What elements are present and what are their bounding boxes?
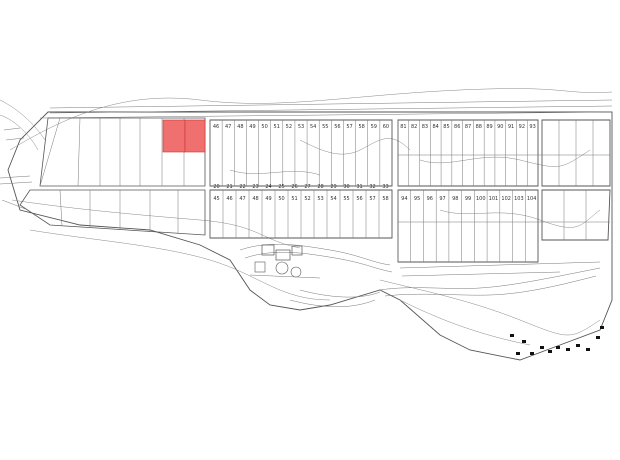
lot-number: 51 (274, 124, 280, 130)
lot-number: 58 (382, 196, 388, 202)
lot-number: 84 (433, 124, 439, 130)
lot-number: 90 (497, 124, 503, 130)
lot-number: 47 (225, 124, 231, 130)
lot-grid: 46 47 48 49 50 51 52 53 54 55 56 57 58 59 60 20 21 22 23 24… (209, 120, 594, 262)
lot-number: 57 (369, 196, 375, 202)
west-edge-details (0, 127, 33, 211)
lot-number: 52 (304, 196, 310, 202)
lot-number: 53 (317, 196, 323, 202)
lot-number: 58 (358, 124, 364, 130)
building-marker (548, 350, 552, 353)
building-marker (586, 348, 590, 351)
lot-number: 32 (369, 184, 375, 190)
lot-number: 29 (330, 184, 336, 190)
lot-number: 26 (291, 184, 297, 190)
highlighted-lots (162, 119, 206, 153)
building-marker (516, 352, 520, 355)
building-marker (530, 352, 534, 355)
lot-number: 46 (213, 124, 219, 130)
building-marker (556, 346, 560, 349)
building-marker (576, 344, 580, 347)
lot-number: 45 (213, 196, 219, 202)
lot-number: 96 (427, 196, 433, 202)
lot-number: 91 (508, 124, 514, 130)
lot-number: 97 (439, 196, 445, 202)
lot-number: 21 (226, 184, 232, 190)
lot-number: 48 (237, 124, 243, 130)
lot-number: 59 (371, 124, 377, 130)
lot-number: 49 (249, 124, 255, 130)
lot-number: 92 (519, 124, 525, 130)
lot-number: 22 (239, 184, 245, 190)
lot-number: 103 (514, 196, 524, 202)
lot-number: 99 (465, 196, 471, 202)
lot-number: 89 (486, 124, 492, 130)
building-marker (522, 340, 526, 343)
lot-number: 100 (476, 196, 486, 202)
lot-number: 23 (252, 184, 258, 190)
lot-number: 87 (465, 124, 471, 130)
lot-number: 88 (476, 124, 482, 130)
lot-number: 52 (286, 124, 292, 130)
lot-number: 56 (356, 196, 362, 202)
lot-number: 30 (343, 184, 349, 190)
lot-number: 51 (291, 196, 297, 202)
lot-number: 86 (454, 124, 460, 130)
lower-roads (239, 243, 601, 307)
lot-number: 47 (239, 196, 245, 202)
lot-number: 82 (411, 124, 417, 130)
lot-number: 53 (298, 124, 304, 130)
lot-number: 85 (443, 124, 449, 130)
lot-number: 104 (527, 196, 537, 202)
lot-number: 101 (489, 196, 499, 202)
lot-number: 25 (278, 184, 284, 190)
lot-number: 102 (501, 196, 511, 202)
lot-number: 24 (265, 184, 271, 190)
lot-number: 95 (414, 196, 420, 202)
lot-number: 28 (317, 184, 323, 190)
lot-number: 57 (346, 124, 352, 130)
building-cluster (249, 244, 321, 279)
lot-number: 94 (401, 196, 407, 202)
lot-number: 50 (278, 196, 284, 202)
lot-number: 48 (252, 196, 258, 202)
lot-number: 60 (383, 124, 389, 130)
lot-number: 20 (213, 184, 219, 190)
building-marker (540, 346, 544, 349)
building-marker (600, 326, 604, 329)
lot-number: 93 (529, 124, 535, 130)
lot-number: 83 (422, 124, 428, 130)
highlighted-lot-1[interactable] (162, 119, 186, 153)
lot-number: 46 (226, 196, 232, 202)
west-block (19, 117, 206, 236)
lot-number: 54 (330, 196, 336, 202)
lot-number: 81 (400, 124, 406, 130)
lot-number: 27 (304, 184, 310, 190)
building-marker (566, 348, 570, 351)
lot-number: 31 (356, 184, 362, 190)
lot-number: 54 (310, 124, 316, 130)
buildings-southeast (510, 326, 604, 355)
lot-number: 50 (261, 124, 267, 130)
lot-number: 55 (322, 124, 328, 130)
site-boundary (7, 99, 613, 361)
lot-number: 98 (452, 196, 458, 202)
east-block (397, 119, 611, 263)
building-marker (510, 334, 514, 337)
lot-number: 49 (265, 196, 271, 202)
lot-number: 33 (382, 184, 388, 190)
highlighted-lot-2[interactable] (184, 119, 206, 153)
contour-lines (0, 88, 613, 346)
building-marker (596, 336, 600, 339)
lot-number: 56 (334, 124, 340, 130)
lot-number: 55 (343, 196, 349, 202)
